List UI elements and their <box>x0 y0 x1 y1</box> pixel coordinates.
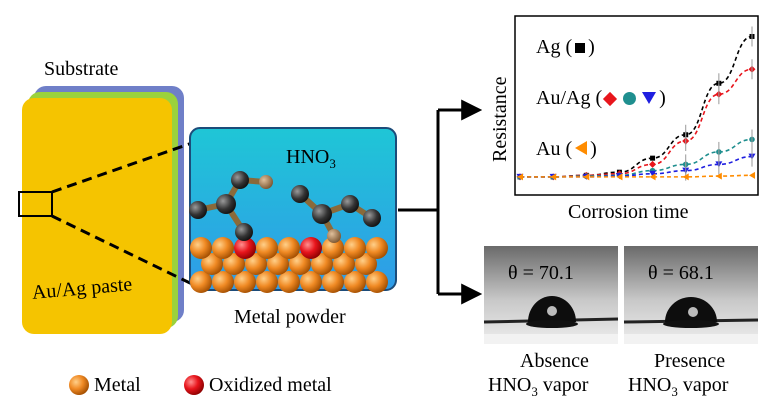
legend-metal-label: Metal <box>94 374 141 396</box>
zoom-line-bottom <box>51 214 193 286</box>
molecule-atom <box>231 171 249 189</box>
data-point <box>649 160 657 168</box>
resistance-chart <box>516 26 756 181</box>
metal-powder-layer <box>190 237 388 293</box>
metal-sphere <box>190 271 212 293</box>
hydrogen-atom <box>259 175 273 189</box>
metal-sphere <box>311 253 333 275</box>
metal-sphere <box>344 237 366 259</box>
zoom-line-top <box>51 141 193 194</box>
data-point <box>583 173 590 181</box>
metal-sphere <box>234 271 256 293</box>
data-point <box>616 173 623 181</box>
series-line <box>519 174 753 178</box>
hno3-label: HNO3 <box>286 146 336 171</box>
metal-sphere <box>322 271 344 293</box>
hno3-molecules <box>189 171 381 243</box>
circle-marker-icon <box>623 92 637 105</box>
series-label-ag: Ag () <box>536 36 595 58</box>
metal-sphere <box>322 237 344 259</box>
oxidized-metal-sphere <box>300 237 322 259</box>
angle-label-presence: θ = 68.1 <box>648 262 714 284</box>
metal-sphere <box>289 253 311 275</box>
photo-absence <box>483 246 619 344</box>
chart-frame <box>514 15 759 196</box>
metal-sphere <box>245 253 267 275</box>
caption-presence-line1: Presence <box>654 350 726 372</box>
metal-sphere <box>212 271 234 293</box>
square-marker-icon <box>575 43 586 53</box>
diamond-marker-icon <box>603 91 618 107</box>
data-point <box>715 172 722 180</box>
molecule-atom <box>189 201 207 219</box>
metal-sphere <box>267 253 289 275</box>
chart-ylabel: Resistance <box>489 76 511 162</box>
metal-sphere <box>366 237 388 259</box>
angle-label-absence: θ = 70.1 <box>508 262 574 284</box>
metal-sphere <box>256 237 278 259</box>
hydrogen-atom <box>327 229 341 243</box>
metal-sphere <box>278 237 300 259</box>
metal-sphere <box>300 271 322 293</box>
data-point <box>649 170 657 177</box>
metal-sphere <box>212 237 234 259</box>
triangle-left-marker-icon <box>575 141 588 155</box>
data-point <box>550 173 557 181</box>
legend-oxidized-label: Oxidized metal <box>209 374 332 396</box>
data-point <box>650 155 656 161</box>
series-label-au: Au () <box>536 138 597 160</box>
molecule-atom <box>235 223 253 241</box>
substrate-stack <box>18 86 184 334</box>
metal-sphere <box>201 253 223 275</box>
metal-sphere <box>355 253 377 275</box>
red-sphere-icon <box>184 375 204 395</box>
molecule-atom <box>341 195 359 213</box>
molecule-atom <box>363 209 381 227</box>
metal-powder-caption: Metal powder <box>234 306 346 328</box>
molecule-atom <box>312 204 332 224</box>
triangle-down-marker-icon <box>642 92 657 104</box>
molecule-atom <box>216 194 236 214</box>
photo-absence-background <box>484 246 618 344</box>
orange-sphere-icon <box>69 375 89 395</box>
photo-presence <box>623 246 759 344</box>
metal-sphere <box>366 271 388 293</box>
substrate-paste-layer <box>22 98 172 334</box>
series-label-auag: Au/Ag () <box>536 87 666 109</box>
caption-presence-line2: HNO3 vapor <box>628 374 729 399</box>
data-point <box>517 173 523 181</box>
metal-sphere <box>190 237 212 259</box>
branch-arrows <box>398 99 483 305</box>
data-point <box>649 173 656 181</box>
metal-sphere <box>278 271 300 293</box>
zoom-source-box <box>18 191 53 217</box>
chart-xlabel: Corrosion time <box>568 201 689 223</box>
contact-angle-photos <box>483 246 759 344</box>
data-point <box>749 171 755 179</box>
caption-absence-line2: HNO3 vapor <box>488 374 589 399</box>
molecule-atom <box>291 185 309 203</box>
metal-sphere <box>223 253 245 275</box>
metal-sphere <box>344 271 366 293</box>
substrate-label: Substrate <box>44 58 119 80</box>
caption-absence-line1: Absence <box>520 350 589 372</box>
metal-sphere <box>256 271 278 293</box>
zoom-panel <box>189 127 397 293</box>
metal-sphere <box>333 253 355 275</box>
oxidized-metal-sphere <box>234 237 256 259</box>
photo-presence-background <box>624 246 758 344</box>
data-point <box>682 173 689 181</box>
